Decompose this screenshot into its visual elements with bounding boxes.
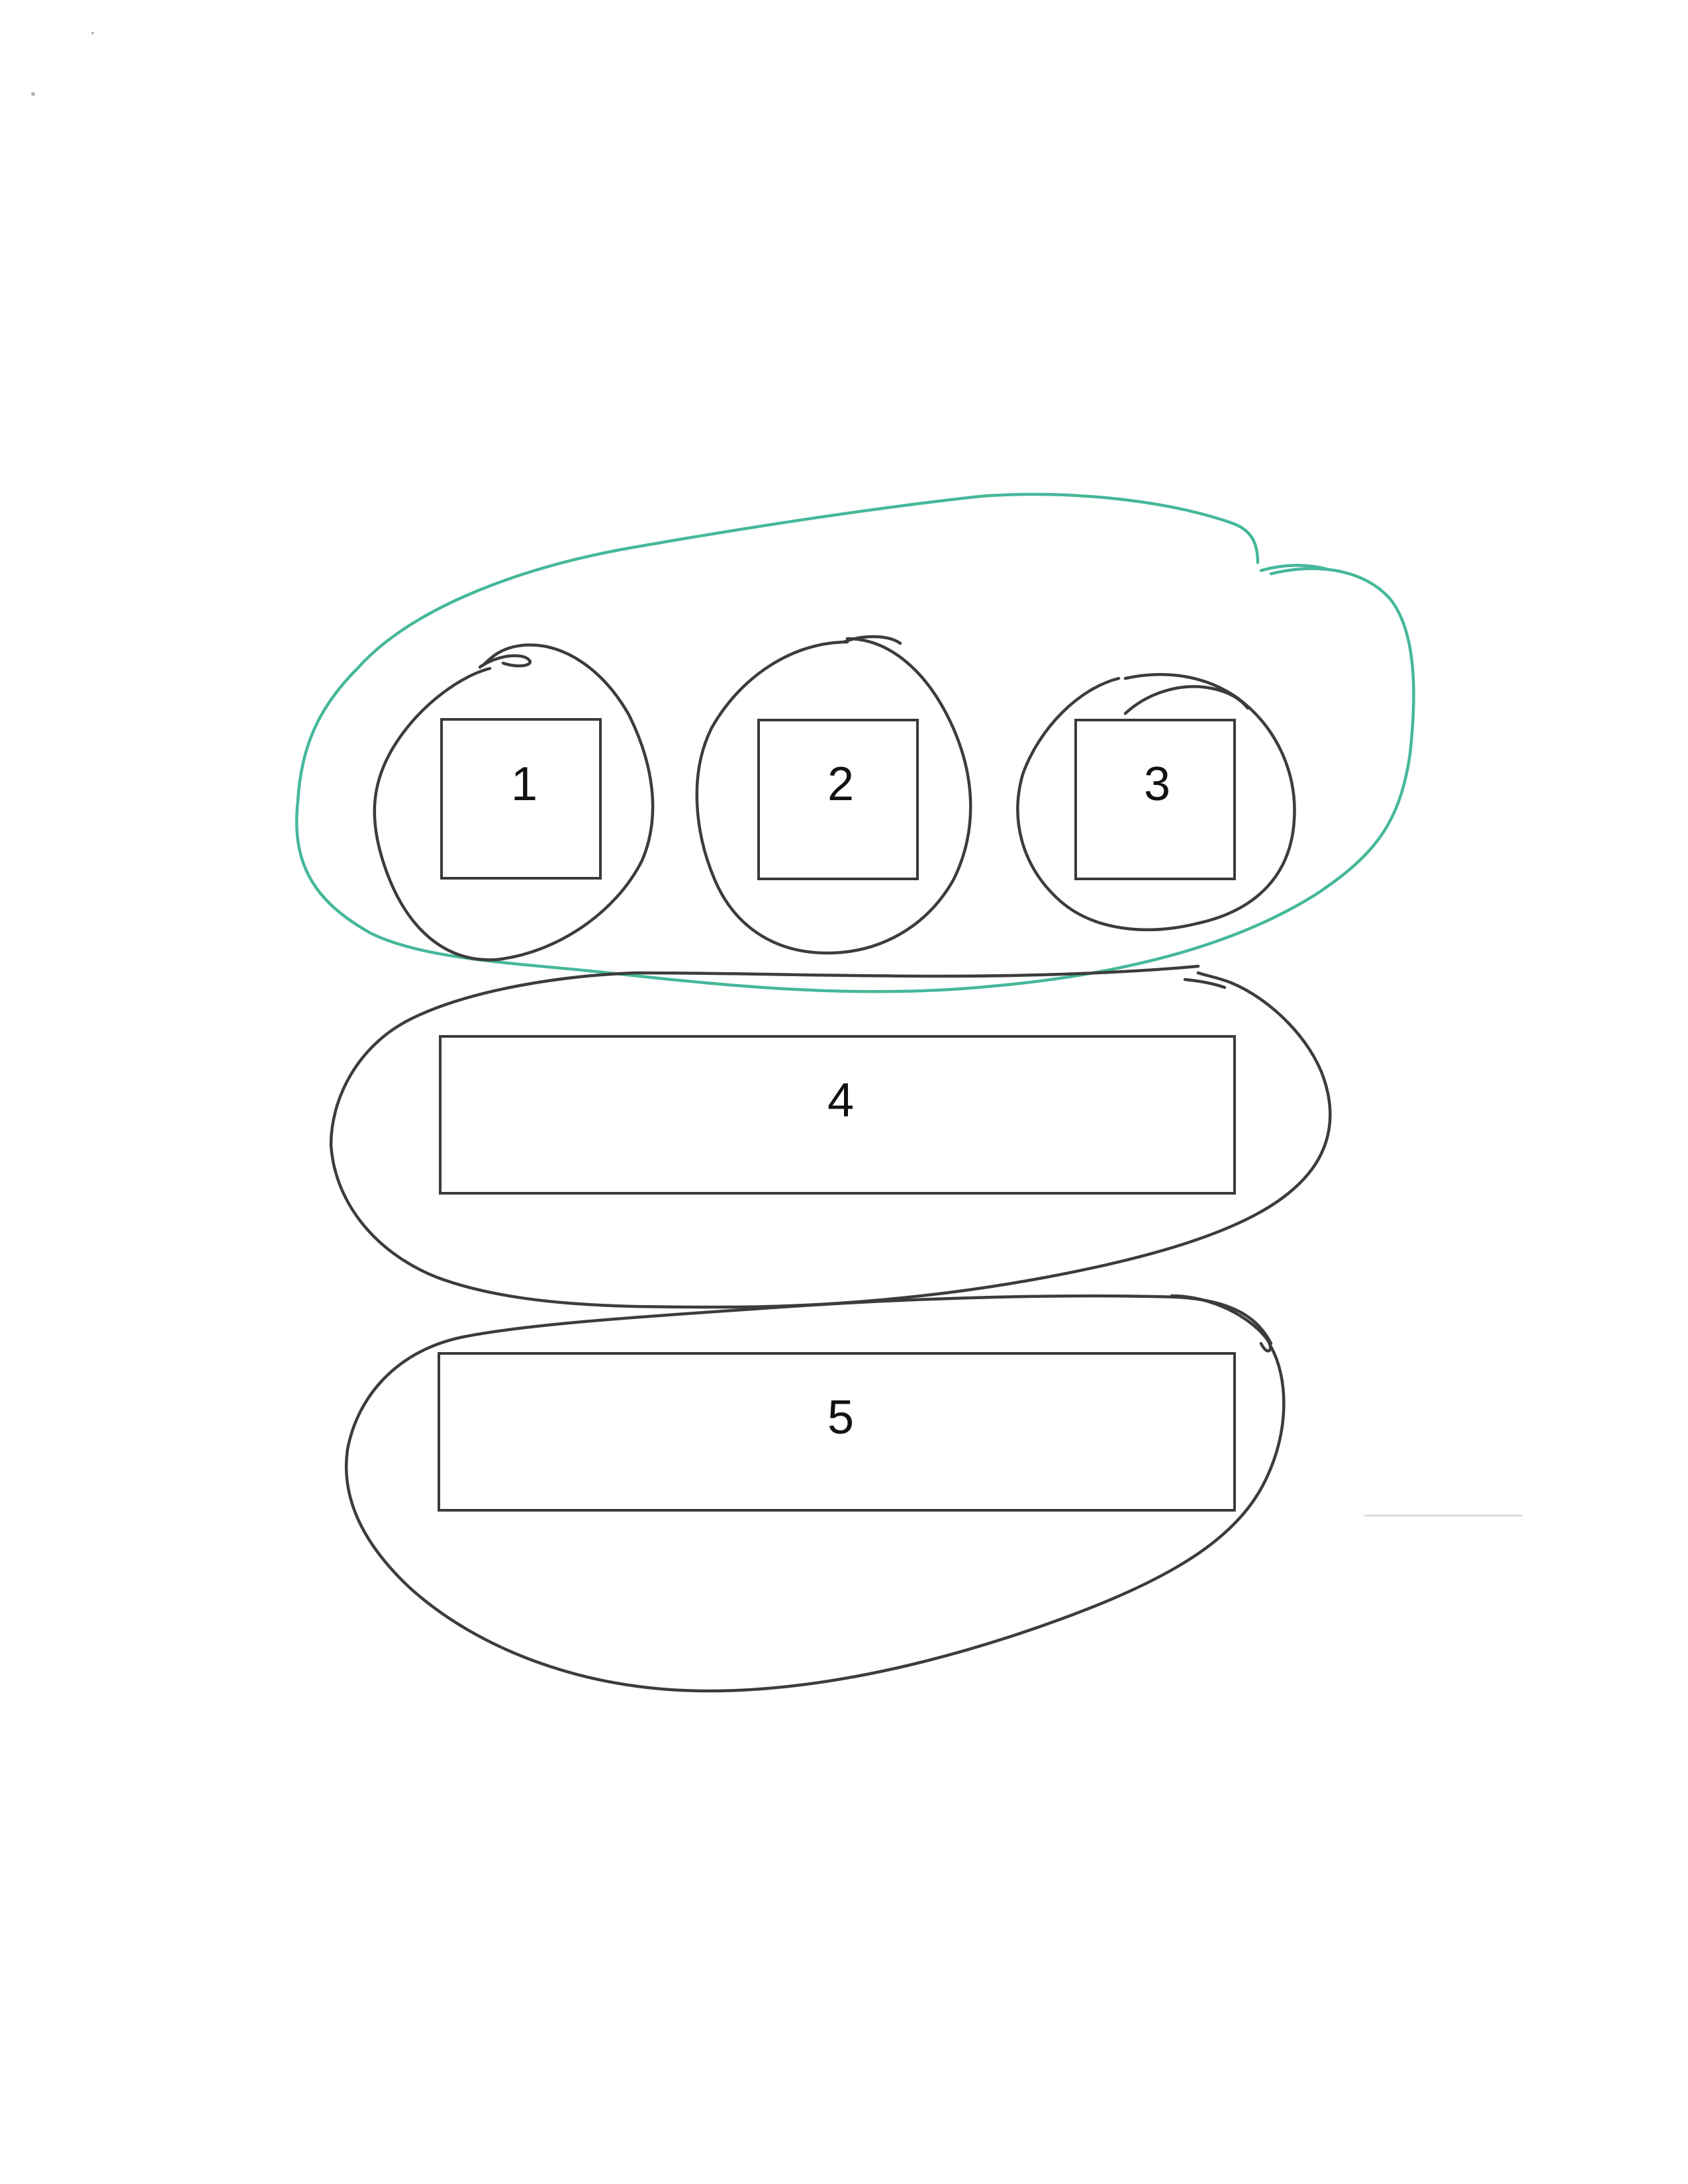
box-5-label: 5: [827, 1391, 854, 1444]
box-3-label: 3: [1144, 758, 1170, 811]
group-enclosure-4: [329, 964, 1332, 1309]
box-1-label: 1: [511, 758, 538, 811]
scan-speck: [91, 32, 94, 34]
group-enclosure-1-2-3: [295, 492, 1415, 993]
group-enclosure-4-start-loop: [1183, 978, 1227, 989]
group-enclosure-5-start-loop: [1170, 1294, 1272, 1353]
scan-speck: [31, 92, 35, 96]
group-enclosure-5: [344, 1294, 1286, 1693]
box-1: [440, 718, 602, 880]
group-enclosure-overlap-stroke: [1259, 563, 1329, 572]
box-3: [1074, 719, 1236, 880]
group-enclosure-1: [373, 643, 655, 962]
group-enclosure-1-start-loop: [478, 654, 532, 669]
box-2-label: 2: [827, 758, 854, 811]
box-5: [438, 1352, 1236, 1512]
box-2: [757, 719, 919, 880]
box-4-label: 4: [827, 1074, 854, 1127]
group-enclosure-3-start-loop: [1123, 685, 1250, 715]
group-enclosure-2: [695, 637, 972, 955]
box-4: [439, 1035, 1236, 1195]
group-enclosure-2-start-loop: [842, 635, 902, 645]
